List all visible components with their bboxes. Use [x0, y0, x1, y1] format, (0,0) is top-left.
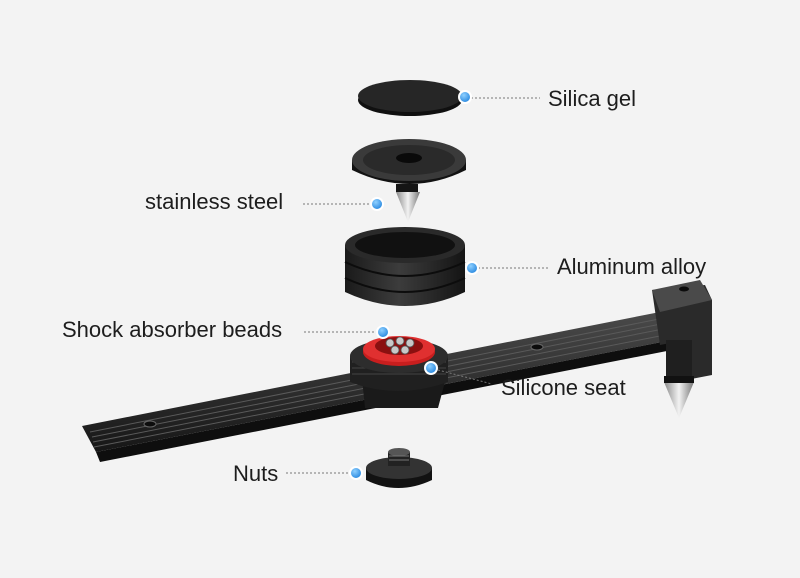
label-shock-absorber-beads: Shock absorber beads: [62, 317, 283, 342]
label-stainless-steel: stainless steel: [145, 189, 284, 214]
marker-beads: [376, 325, 390, 339]
marker-aluminum: [465, 261, 479, 275]
stainless-steel-cup: [352, 139, 466, 222]
marker-nuts: [349, 466, 363, 480]
label-silica-gel: Silica gel: [548, 86, 637, 111]
leader-lines: [286, 97, 549, 474]
marker-seat: [424, 361, 438, 375]
silicone-seat-assembly: [350, 336, 448, 408]
markers: [349, 90, 479, 480]
label-aluminum-alloy: Aluminum alloy: [557, 254, 707, 279]
label-silicone-seat: Silicone seat: [501, 375, 626, 400]
vertical-post: [652, 280, 712, 418]
marker-steel: [370, 197, 384, 211]
marker-silica: [458, 90, 472, 104]
aluminum-alloy-ring: [344, 227, 466, 306]
silica-gel-pad: [358, 80, 462, 116]
label-nuts: Nuts: [233, 461, 279, 486]
nut-part: [366, 448, 432, 488]
